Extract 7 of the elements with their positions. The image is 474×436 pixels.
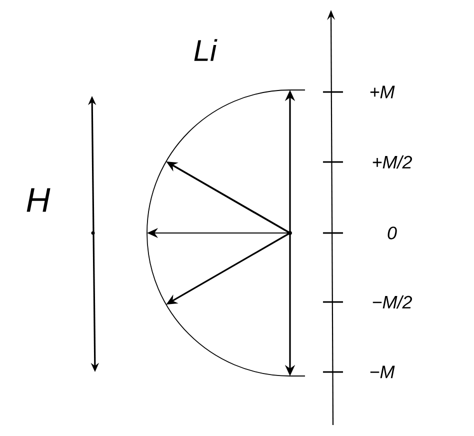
tick-label: +M <box>370 86 395 98</box>
tick-label: +M/2 <box>372 155 412 169</box>
vector-label: Li <box>194 39 218 61</box>
tick-label: −M <box>370 366 395 378</box>
axis-label: H <box>26 188 50 212</box>
tick-label: 0 <box>388 226 397 240</box>
tick-label: −M/2 <box>372 295 412 309</box>
